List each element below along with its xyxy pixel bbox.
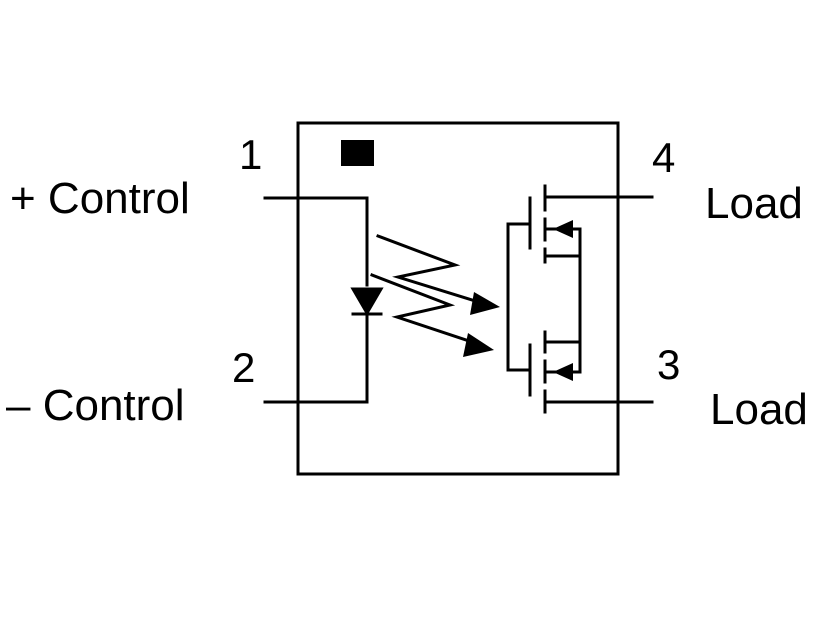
light-ray-1-head — [470, 292, 500, 315]
light-ray-1 — [376, 234, 487, 306]
light-ray-2-head — [463, 333, 494, 357]
load-top-label: Load — [705, 179, 803, 228]
mosfet-bottom-source — [543, 340, 582, 374]
pin1-indicator — [341, 140, 374, 166]
load-bottom-label: Load — [710, 385, 808, 434]
plus-control-label: + Control — [10, 174, 190, 223]
minus-control-label: – Control — [6, 381, 185, 430]
mosfet-bottom-arrow — [553, 363, 573, 381]
pin2-number: 2 — [232, 344, 255, 391]
led-diode — [350, 287, 384, 316]
mosfet-top-arrow — [553, 220, 573, 238]
pin1-number: 1 — [239, 131, 262, 178]
led-lead-minus — [263, 313, 369, 404]
light-ray-2 — [370, 273, 477, 345]
pin4-number: 4 — [652, 134, 675, 181]
gate-bus — [506, 222, 532, 372]
package-outline — [296, 121, 620, 476]
led-lead-plus — [263, 196, 369, 287]
pin3-number: 3 — [657, 341, 680, 388]
